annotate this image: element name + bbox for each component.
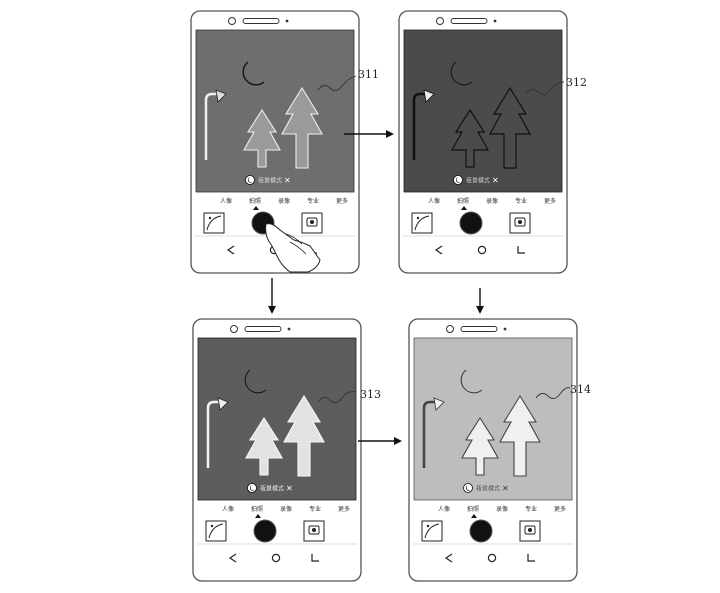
mode-portrait[interactable]: 人像 xyxy=(220,197,232,205)
mode-indicator-icon xyxy=(253,206,259,210)
tree-large-icon xyxy=(283,394,325,477)
home-icon[interactable] xyxy=(487,553,497,563)
mode-strip: 人像 拍照 录像 专业 更多 xyxy=(220,197,348,210)
svg-text:311: 311 xyxy=(358,68,379,81)
night-mode-badge[interactable]: 夜景模式 ✕ xyxy=(247,483,293,494)
phone-bottom-right: 夜景模式 ✕ 人像 拍照 录像 专业 更多 xyxy=(408,318,578,582)
recent-apps-icon[interactable] xyxy=(527,554,535,562)
night-mode-label: 夜景模式 xyxy=(466,177,490,185)
reference-label-314: 314 xyxy=(535,383,591,399)
mode-photo[interactable]: 拍照 xyxy=(457,197,469,205)
switch-camera-icon xyxy=(514,217,526,227)
mode-strip: 人像 拍照 录像 专业 更多 xyxy=(438,505,566,518)
reference-label-311: 311 xyxy=(317,68,379,91)
reference-label-312: 312 xyxy=(525,76,587,95)
switch-camera-icon xyxy=(524,525,536,535)
mode-photo[interactable]: 拍照 xyxy=(249,197,261,205)
hand-pointer-icon xyxy=(265,223,321,273)
switch-camera-icon xyxy=(306,217,318,227)
svg-text:312: 312 xyxy=(566,76,587,89)
mode-strip: 人像 拍照 录像 专业 更多 xyxy=(222,505,350,518)
viewfinder-screen xyxy=(197,337,357,501)
tree-small-icon xyxy=(243,108,281,168)
tree-large-icon xyxy=(499,394,541,477)
street-lamp-icon xyxy=(204,89,227,160)
home-icon[interactable] xyxy=(477,245,487,255)
mode-indicator-icon xyxy=(255,514,261,518)
back-icon[interactable] xyxy=(228,553,237,563)
back-icon[interactable] xyxy=(444,553,453,563)
reference-label-313: 313 xyxy=(317,388,381,403)
back-icon[interactable] xyxy=(226,245,235,255)
close-icon[interactable]: ✕ xyxy=(286,484,293,493)
night-mode-label: 夜景模式 xyxy=(476,485,500,493)
street-lamp-icon xyxy=(206,397,229,468)
recent-apps-icon[interactable] xyxy=(517,246,525,254)
tree-small-icon xyxy=(461,416,499,476)
mode-indicator-icon xyxy=(461,206,467,210)
mode-portrait[interactable]: 人像 xyxy=(438,505,450,513)
shutter-button[interactable] xyxy=(459,211,483,235)
mode-video[interactable]: 录像 xyxy=(280,505,292,513)
close-icon[interactable]: ✕ xyxy=(284,176,291,185)
moon-icon xyxy=(450,61,473,86)
night-mode-label: 夜景模式 xyxy=(258,177,282,185)
tree-small-icon xyxy=(245,416,283,476)
mode-strip: 人像 拍照 录像 专业 更多 xyxy=(428,197,556,210)
street-lamp-icon xyxy=(412,89,435,160)
tree-small-icon xyxy=(450,108,490,168)
mode-pro[interactable]: 专业 xyxy=(525,505,537,513)
svg-text:314: 314 xyxy=(570,383,591,396)
mode-portrait[interactable]: 人像 xyxy=(428,197,440,205)
close-icon[interactable]: ✕ xyxy=(492,176,499,185)
mode-video[interactable]: 录像 xyxy=(486,197,498,205)
mode-indicator-icon xyxy=(471,514,477,518)
moon-icon xyxy=(242,61,265,86)
recent-apps-icon[interactable] xyxy=(311,554,319,562)
night-mode-badge[interactable]: 夜景模式 ✕ xyxy=(463,483,509,494)
shutter-button[interactable] xyxy=(253,519,277,543)
phone-top-right: 夜景模式 ✕ 人像 拍照 录像 专业 更多 xyxy=(398,10,568,274)
night-mode-badge[interactable]: 夜景模式 ✕ xyxy=(453,175,499,186)
moon-icon xyxy=(244,369,267,394)
svg-text:313: 313 xyxy=(360,388,381,401)
mode-video[interactable]: 录像 xyxy=(496,505,508,513)
home-icon[interactable] xyxy=(271,553,281,563)
viewfinder-screen xyxy=(413,337,573,501)
back-icon[interactable] xyxy=(434,245,443,255)
mode-video[interactable]: 录像 xyxy=(278,197,290,205)
tree-large-icon xyxy=(281,86,323,169)
switch-camera-icon xyxy=(308,525,320,535)
mode-photo[interactable]: 拍照 xyxy=(251,505,263,513)
night-mode-badge[interactable]: 夜景模式 ✕ xyxy=(245,175,291,186)
mode-pro[interactable]: 专业 xyxy=(309,505,321,513)
close-icon[interactable]: ✕ xyxy=(502,484,509,493)
mode-more[interactable]: 更多 xyxy=(336,197,348,205)
mode-portrait[interactable]: 人像 xyxy=(222,505,234,513)
mode-more[interactable]: 更多 xyxy=(544,197,556,205)
mode-more[interactable]: 更多 xyxy=(554,505,566,513)
night-mode-label: 夜景模式 xyxy=(260,485,284,493)
mode-photo[interactable]: 拍照 xyxy=(467,505,479,513)
phone-bottom-left: 夜景模式 ✕ 人像 拍照 录像 专业 更多 xyxy=(192,318,362,582)
street-lamp-icon xyxy=(422,397,445,468)
shutter-button[interactable] xyxy=(469,519,493,543)
tree-large-icon xyxy=(488,86,532,169)
phone-top-left: 夜景模式 ✕ 人像 拍照 录像 专业 更多 xyxy=(190,10,360,274)
mode-more[interactable]: 更多 xyxy=(338,505,350,513)
viewfinder-screen xyxy=(403,29,563,193)
moon-icon xyxy=(460,369,483,394)
mode-pro[interactable]: 专业 xyxy=(515,197,527,205)
mode-pro[interactable]: 专业 xyxy=(307,197,319,205)
viewfinder-screen xyxy=(195,29,355,193)
